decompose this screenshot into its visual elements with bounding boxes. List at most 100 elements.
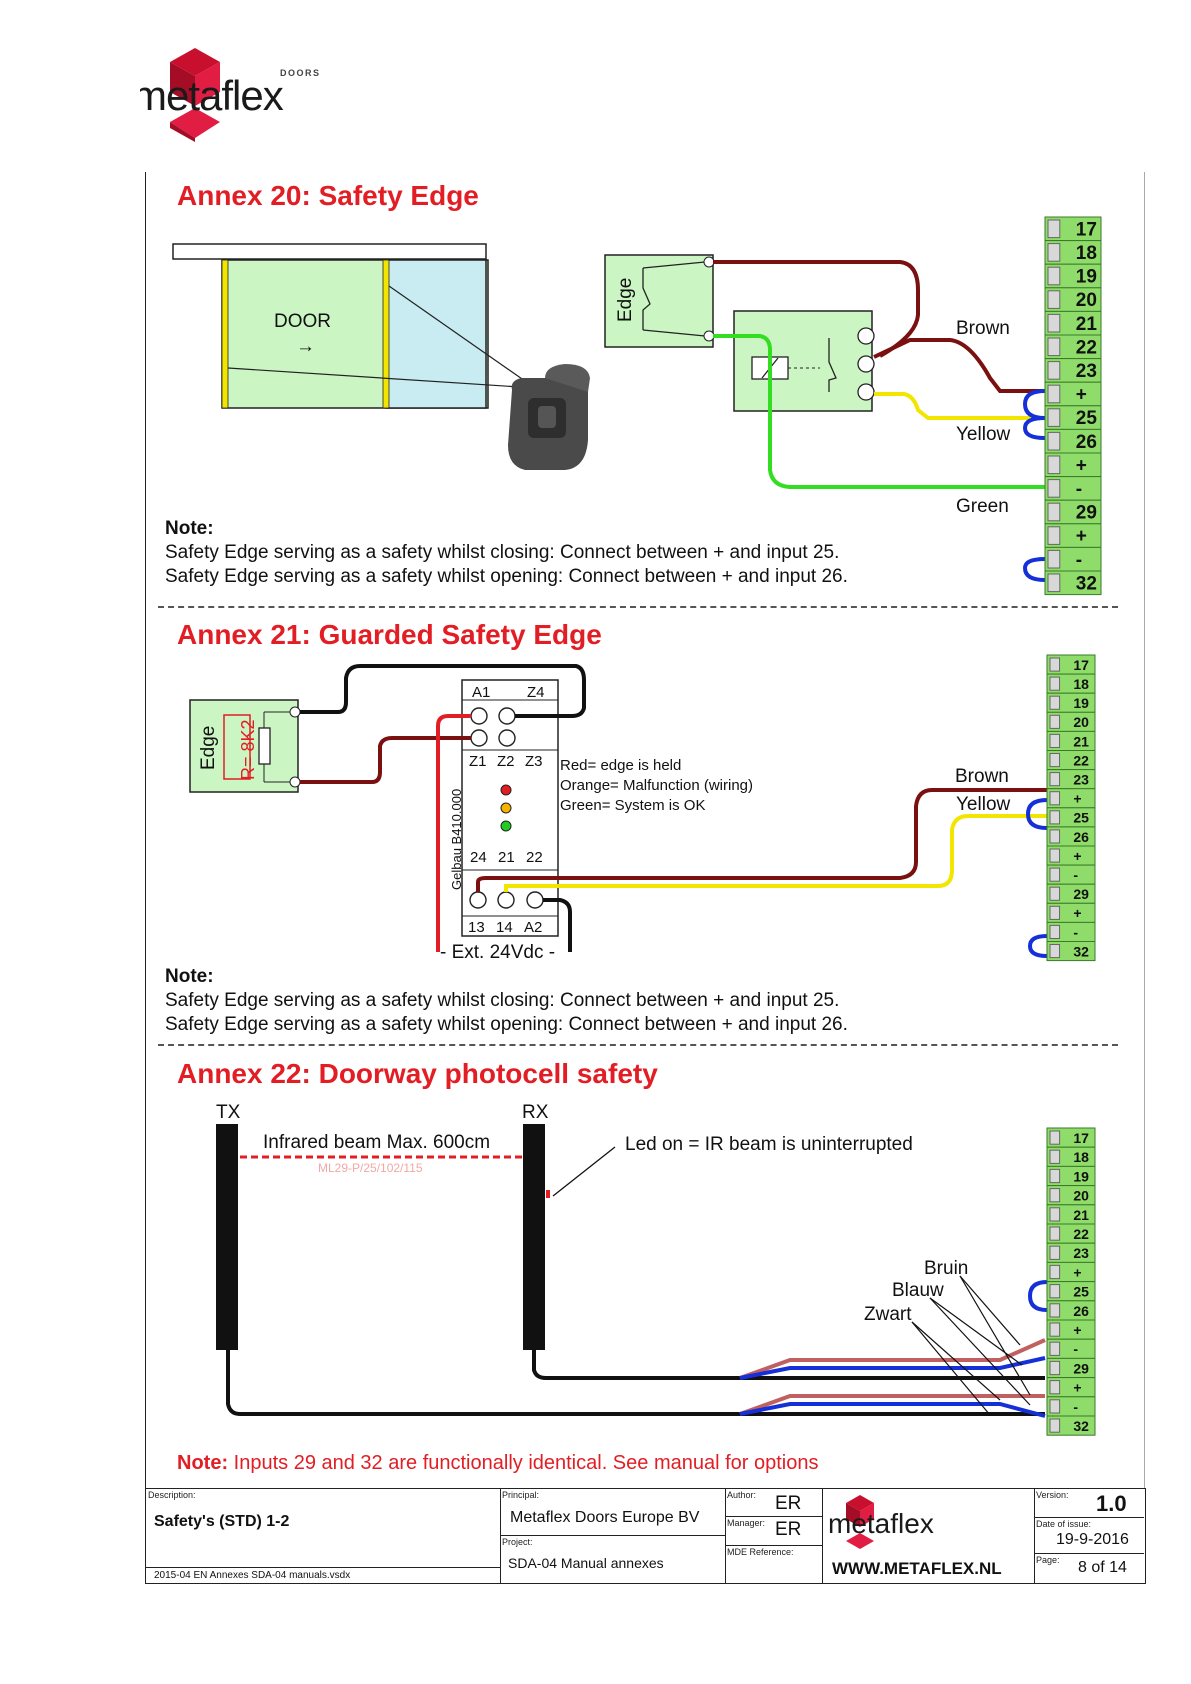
terminal-screw-icon <box>1047 313 1061 333</box>
door-label: DOOR <box>274 311 331 332</box>
footer-version-cell: Version: 1.0 Date of issue: 19-9-2016 Pa… <box>1034 1489 1144 1583</box>
led-orange-icon <box>500 802 512 814</box>
relay-bottom-14: 14 <box>496 919 513 936</box>
relay-bottom-a2: A2 <box>524 919 542 936</box>
door-header <box>172 243 487 260</box>
annex21-note-line: Safety Edge serving as a safety whilst c… <box>165 990 840 1011</box>
terminal-screw-icon <box>1049 1399 1061 1414</box>
terminal-label: 22 <box>1076 337 1097 358</box>
terminal-screw-icon <box>1049 944 1061 959</box>
terminal-label: + <box>1073 848 1081 864</box>
terminal-label: 21 <box>1076 314 1098 335</box>
terminal-label: - <box>1076 479 1082 500</box>
author-value: ER <box>775 1493 802 1514</box>
logo-word: metaflex <box>140 72 284 119</box>
terminal-label: 25 <box>1073 810 1089 826</box>
terminal-screw-icon <box>1049 905 1061 920</box>
terminal-screw-icon <box>1049 1149 1061 1164</box>
wire-label-zwart: Zwart <box>864 1304 912 1325</box>
wire-label-bruin: Bruin <box>924 1258 968 1279</box>
author-label: Author: <box>727 1490 757 1500</box>
footer-logo-cell: metaflex WWW.METAFLEX.NL <box>822 1489 1035 1583</box>
terminal-screw-icon <box>1047 479 1061 498</box>
terminal-screw-icon <box>1049 791 1061 806</box>
terminal-label: 19 <box>1073 695 1089 711</box>
terminal-label: 25 <box>1073 1284 1089 1300</box>
annex20-title: Annex 20: Safety Edge <box>177 180 479 211</box>
terminal-screw-icon <box>1047 266 1061 286</box>
terminal-screw-icon <box>1049 924 1061 940</box>
annex20-note-head: Note: <box>165 518 214 539</box>
relay-out-24: 24 <box>470 849 487 866</box>
terminal-screw-icon <box>1047 243 1061 262</box>
footer-logo-word: metaflex <box>828 1508 934 1539</box>
section-divider <box>158 1044 1118 1046</box>
desc-value: Safety's (STD) 1-2 <box>154 1513 290 1530</box>
terminal-screw-icon <box>1049 1418 1061 1433</box>
manager-label: Manager: <box>727 1518 766 1528</box>
supply-label: - Ext. 24Vdc - <box>440 942 555 963</box>
relay-term-a1: A1 <box>472 684 490 701</box>
door-edge-strip <box>382 259 390 409</box>
relay-term-z4: Z4 <box>527 684 545 701</box>
terminal-label: - <box>1073 867 1078 883</box>
terminal-screw-icon <box>1049 1207 1061 1222</box>
project-label: Project: <box>502 1537 533 1547</box>
door-arrow: → <box>296 336 315 357</box>
page-frame-left <box>145 172 146 1488</box>
manager-value: ER <box>775 1519 802 1540</box>
terminal-label: + <box>1076 526 1087 547</box>
footer-principal-cell: Principal: Metaflex Doors Europe BV Proj… <box>500 1489 726 1583</box>
desc-label: Description: <box>148 1490 196 1500</box>
website: WWW.METAFLEX.NL <box>832 1559 1002 1578</box>
annex21-diagram: Edge R= 8K2 A1 Z4 Z1 Z2 Z3 Gelbau B410.0… <box>189 654 1096 963</box>
terminal-label: - <box>1073 1399 1078 1415</box>
terminal-label: - <box>1073 924 1078 940</box>
terminal-label: 23 <box>1073 1245 1089 1261</box>
date-label: Date of issue: <box>1036 1519 1092 1529</box>
terminal-label: 23 <box>1073 771 1089 787</box>
terminal-label: 32 <box>1076 573 1097 594</box>
terminal-screw-icon <box>1049 1264 1061 1280</box>
terminal-screw-icon <box>1049 753 1061 768</box>
relay-out-22: 22 <box>526 849 543 866</box>
terminal-screw-icon <box>1047 455 1061 475</box>
version-value: 1.0 <box>1096 1491 1127 1516</box>
terminal-screw-icon <box>1049 1360 1061 1376</box>
terminal-screw-icon <box>1047 549 1061 569</box>
photocell-rx <box>523 1124 545 1350</box>
photocell-model: ML29-P/25/102/115 <box>318 1161 423 1175</box>
relay-term-z2: Z2 <box>497 753 515 770</box>
footer-author-cell: Author: ER Manager: ER MDE Reference: <box>725 1489 823 1583</box>
terminal-label: 22 <box>1073 752 1089 768</box>
terminal-screw-icon <box>1047 290 1061 309</box>
page-frame-right <box>1144 172 1145 1488</box>
annex20-note-line: Safety Edge serving as a safety whilst c… <box>165 542 840 563</box>
wire-label-blauw: Blauw <box>892 1280 944 1301</box>
resistor-label: R= 8K2 <box>238 719 258 780</box>
terminal-screw-icon <box>1047 337 1061 357</box>
door-glass <box>385 259 487 409</box>
terminal-label: + <box>1073 905 1081 921</box>
terminal-screw-icon <box>1049 829 1061 844</box>
annex22-diagram: TX RX Infrared beam Max. 600cm ML29-P/25… <box>216 1102 1096 1436</box>
terminal-label: 29 <box>1073 886 1089 902</box>
terminal-label: - <box>1073 1341 1078 1357</box>
terminal-label: 17 <box>1073 657 1089 673</box>
terminal-screw-icon <box>1049 1188 1061 1203</box>
annex22-note-text: Inputs 29 and 32 are functionally identi… <box>228 1452 819 1474</box>
terminal-screw-icon <box>1049 1168 1061 1184</box>
led-green-icon <box>500 820 512 832</box>
terminal-label: 32 <box>1073 943 1089 959</box>
relay-bottom-13: 13 <box>468 919 485 936</box>
page-value: 8 of 14 <box>1078 1559 1127 1576</box>
terminal-label: + <box>1073 791 1081 807</box>
terminal-screw-icon <box>1047 408 1061 427</box>
terminal-screw-icon <box>1047 361 1061 380</box>
terminal-screw-icon <box>1049 733 1061 749</box>
terminal-label: 20 <box>1076 290 1097 311</box>
terminal-screw-icon <box>1047 431 1061 451</box>
terminal-label: 26 <box>1076 432 1097 453</box>
